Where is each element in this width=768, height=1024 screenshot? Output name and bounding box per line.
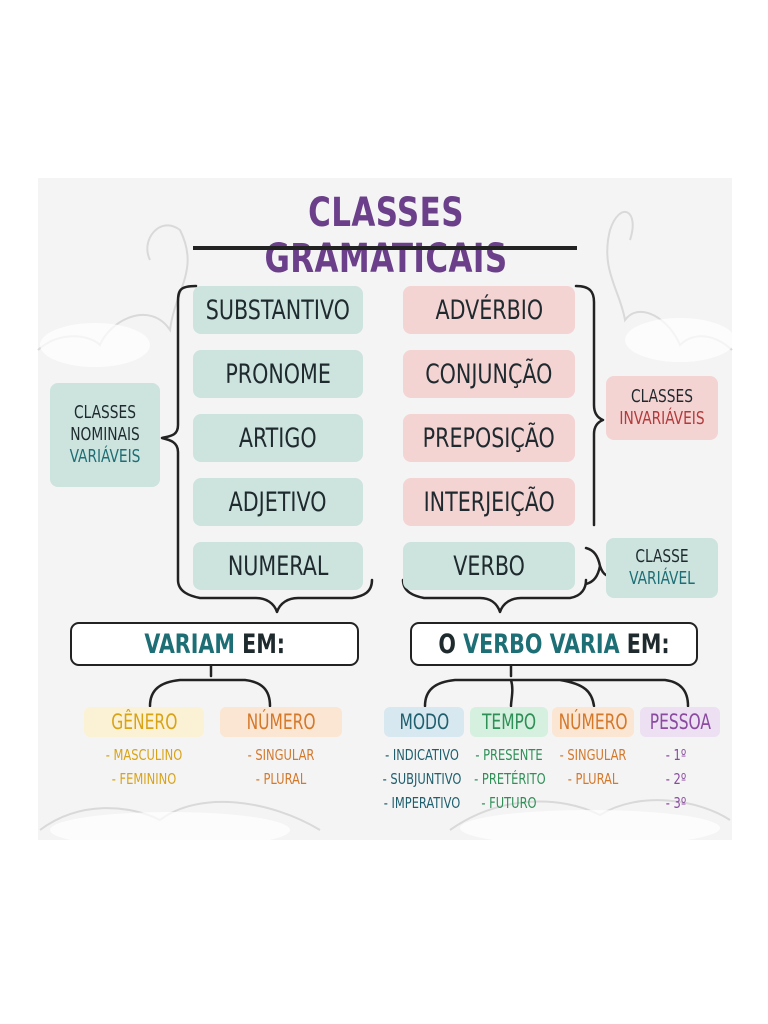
- head-genero: GÊNERO: [84, 707, 204, 737]
- verbo-varia-em-box: O VERBO VARIA EM:: [410, 622, 698, 666]
- list-item: - 3º: [665, 794, 687, 812]
- list-item: - INDICATIVO: [385, 746, 459, 764]
- pill-adjetivo: ADJETIVO: [193, 478, 363, 526]
- list-item: - SINGULAR: [247, 746, 315, 764]
- pill-preposicao: PREPOSIÇÃO: [403, 414, 575, 462]
- list-item: - IMPERATIVO: [383, 794, 461, 812]
- list-item: - PLURAL: [567, 770, 619, 788]
- list-item: - FEMININO: [111, 770, 177, 788]
- page-title: CLASSES GRAMATICAIS: [264, 190, 508, 282]
- list-item: - 2º: [665, 770, 687, 788]
- list-numero-nominal: - SINGULAR - PLURAL: [212, 743, 350, 791]
- classe-variavel-box: CLASSE VARIÁVEL: [606, 538, 718, 598]
- list-item: - PRETÉRITO: [474, 770, 546, 788]
- classes-nominais-box: CLASSES NOMINAIS VARIÁVEIS: [50, 383, 160, 487]
- pill-numeral: NUMERAL: [193, 542, 363, 590]
- head-modo: MODO: [384, 707, 464, 737]
- classes-invariaveis-box: CLASSES INVARIÁVEIS: [606, 376, 718, 440]
- list-item: - SINGULAR: [559, 746, 627, 764]
- pill-adverbio: ADVÉRBIO: [403, 286, 575, 334]
- list-item: - 1º: [665, 746, 687, 764]
- list-genero: - MASCULINO - FEMININO: [74, 743, 214, 791]
- title-underline: [193, 246, 577, 250]
- list-item: - PRESENTE: [475, 746, 543, 764]
- pill-conjuncao: CONJUNÇÃO: [403, 350, 575, 398]
- pill-interjeicao: INTERJEIÇÃO: [403, 478, 575, 526]
- pill-artigo: ARTIGO: [193, 414, 363, 462]
- list-item: - PLURAL: [255, 770, 307, 788]
- list-item: - MASCULINO: [105, 746, 183, 764]
- head-numero-verbal: NÚMERO: [552, 707, 634, 737]
- list-item: - FUTURO: [481, 794, 537, 812]
- pill-verbo: VERBO: [403, 542, 575, 590]
- head-numero-nominal: NÚMERO: [220, 707, 342, 737]
- head-pessoa: PESSOA: [640, 707, 720, 737]
- list-numero-verbal: - SINGULAR - PLURAL: [548, 743, 638, 791]
- pill-substantivo: SUBSTANTIVO: [193, 286, 363, 334]
- list-modo: - INDICATIVO - SUBJUNTIVO - IMPERATIVO: [370, 743, 474, 815]
- head-tempo: TEMPO: [470, 707, 548, 737]
- list-item: - SUBJUNTIVO: [382, 770, 462, 788]
- list-pessoa: - 1º - 2º - 3º: [646, 743, 706, 815]
- pill-pronome: PRONOME: [193, 350, 363, 398]
- variam-em-box: VARIAM EM:: [70, 622, 359, 666]
- list-tempo: - PRESENTE - PRETÉRITO - FUTURO: [468, 743, 550, 815]
